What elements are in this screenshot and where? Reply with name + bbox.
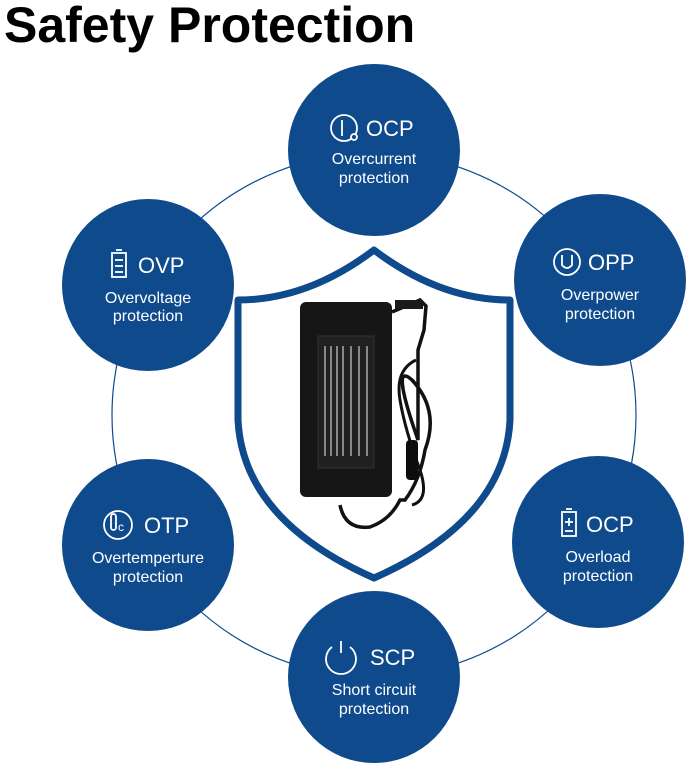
feature-desc-line2: protection: [339, 170, 409, 187]
feature-desc-line2: protection: [113, 308, 183, 325]
feature-scp-short-circuit: SCP Short circuit protection: [288, 591, 460, 763]
feature-opp-overpower: OPP Overpower protection: [514, 194, 686, 366]
feature-desc-line2: protection: [563, 568, 633, 585]
feature-desc-line2: protection: [113, 569, 183, 586]
feature-abbr: OVP: [138, 253, 184, 278]
feature-desc-line1: Overcurrent: [332, 151, 417, 168]
power-button-icon: [325, 641, 357, 675]
battery-level-icon: [111, 249, 127, 278]
feature-abbr: OTP: [144, 513, 189, 538]
feature-ocp-overload: OCP Overload protection: [512, 456, 684, 628]
power-adapter-image: [300, 297, 432, 530]
feature-ocp-overcurrent: OCP Overcurrent protection: [288, 64, 460, 236]
feature-desc-line2: protection: [339, 701, 409, 718]
power-u-icon: [553, 248, 581, 276]
svg-text:c: c: [118, 520, 124, 534]
feature-abbr: OCP: [586, 512, 634, 537]
feature-desc-line1: Short circuit: [332, 682, 417, 699]
current-meter-icon: [330, 114, 358, 142]
feature-desc-line1: Overvoltage: [105, 290, 191, 307]
feature-desc-line1: Overtemperture: [92, 550, 204, 567]
feature-abbr: SCP: [370, 645, 415, 670]
battery-plus-icon: [561, 508, 577, 537]
feature-otp-overtemperature: c OTP Overtemperture protection: [62, 459, 234, 631]
thermometer-icon: c: [103, 510, 133, 540]
feature-ovp-overvoltage: OVP Overvoltage protection: [62, 199, 234, 371]
feature-desc-line2: protection: [565, 306, 635, 323]
feature-desc-line1: Overload: [566, 549, 631, 566]
page-title: Safety Protection: [4, 0, 416, 53]
feature-desc-line1: Overpower: [561, 287, 640, 304]
feature-abbr: OCP: [366, 116, 414, 141]
feature-abbr: OPP: [588, 250, 634, 275]
